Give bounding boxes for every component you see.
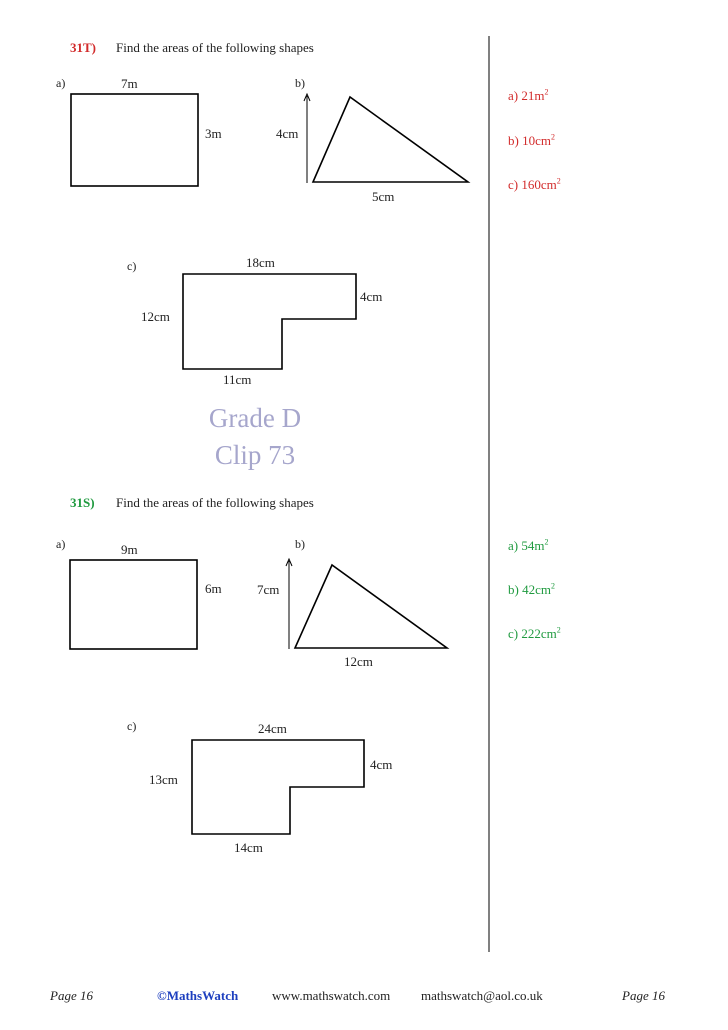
l-shape-31t-c xyxy=(182,273,357,370)
part-label-31s-c: c) xyxy=(127,719,137,733)
instruction-31t: Find the areas of the following shapes xyxy=(116,40,314,55)
answer-31t-a: a) 21m2 xyxy=(508,87,549,103)
right-label-31s-c: 4cm xyxy=(370,757,393,772)
grade-label: Grade D xyxy=(208,403,302,433)
answer-31t-c: c) 160cm2 xyxy=(508,176,561,192)
left-label-31t-c: 12cm xyxy=(141,309,170,324)
top-label-31t-c: 18cm xyxy=(246,255,275,270)
answer-31s-c: c) 222cm2 xyxy=(508,625,561,641)
part-label-31s-a: a) xyxy=(56,537,66,551)
part-label-31t-c: c) xyxy=(127,259,137,273)
answer-31s-b: b) 42cm2 xyxy=(508,581,555,597)
top-label-31s-c: 24cm xyxy=(258,721,287,736)
part-label-31t-a: a) xyxy=(56,76,66,90)
bottom-label-31s-c: 14cm xyxy=(234,840,263,855)
base-label-31t-b: 5cm xyxy=(372,189,395,204)
triangle-31s-b xyxy=(293,563,450,649)
instruction-31s: Find the areas of the following shapes xyxy=(116,495,314,510)
answer-31t-b: b) 10cm2 xyxy=(508,132,555,148)
right-label-31t-c: 4cm xyxy=(360,289,383,304)
part-label-31t-b: b) xyxy=(295,76,305,90)
left-label-31s-c: 13cm xyxy=(149,772,178,787)
clip-label: Clip 73 xyxy=(214,440,296,470)
rectangle-31t-a xyxy=(70,93,199,187)
footer-brand: ©MathsWatch xyxy=(157,988,239,1003)
base-label-31s-b: 12cm xyxy=(344,654,373,669)
height-arrow-31s-b xyxy=(285,557,293,649)
bottom-label-31t-c: 11cm xyxy=(223,372,252,387)
answer-31s-a: a) 54m2 xyxy=(508,537,549,553)
height-label-31s-a: 6m xyxy=(205,581,222,596)
height-label-31s-b: 7cm xyxy=(257,582,280,597)
triangle-31t-b xyxy=(311,95,471,183)
rectangle-31s-a xyxy=(69,559,198,650)
footer-email-link[interactable]: mathswatch@aol.co.uk xyxy=(421,988,543,1003)
height-label-31t-a: 3m xyxy=(205,126,222,141)
question-number-31t: 31T) xyxy=(70,40,96,55)
l-shape-31s-c xyxy=(191,739,365,835)
footer-page-right: Page 16 xyxy=(622,988,665,1003)
width-label-31t-a: 7m xyxy=(121,76,138,91)
height-arrow-31t-b xyxy=(303,92,311,183)
height-label-31t-b: 4cm xyxy=(276,126,299,141)
width-label-31s-a: 9m xyxy=(121,542,138,557)
question-number-31s: 31S) xyxy=(70,495,95,510)
footer-page-left: Page 16 xyxy=(50,988,93,1003)
part-label-31s-b: b) xyxy=(295,537,305,551)
footer-website-link[interactable]: www.mathswatch.com xyxy=(272,988,391,1003)
